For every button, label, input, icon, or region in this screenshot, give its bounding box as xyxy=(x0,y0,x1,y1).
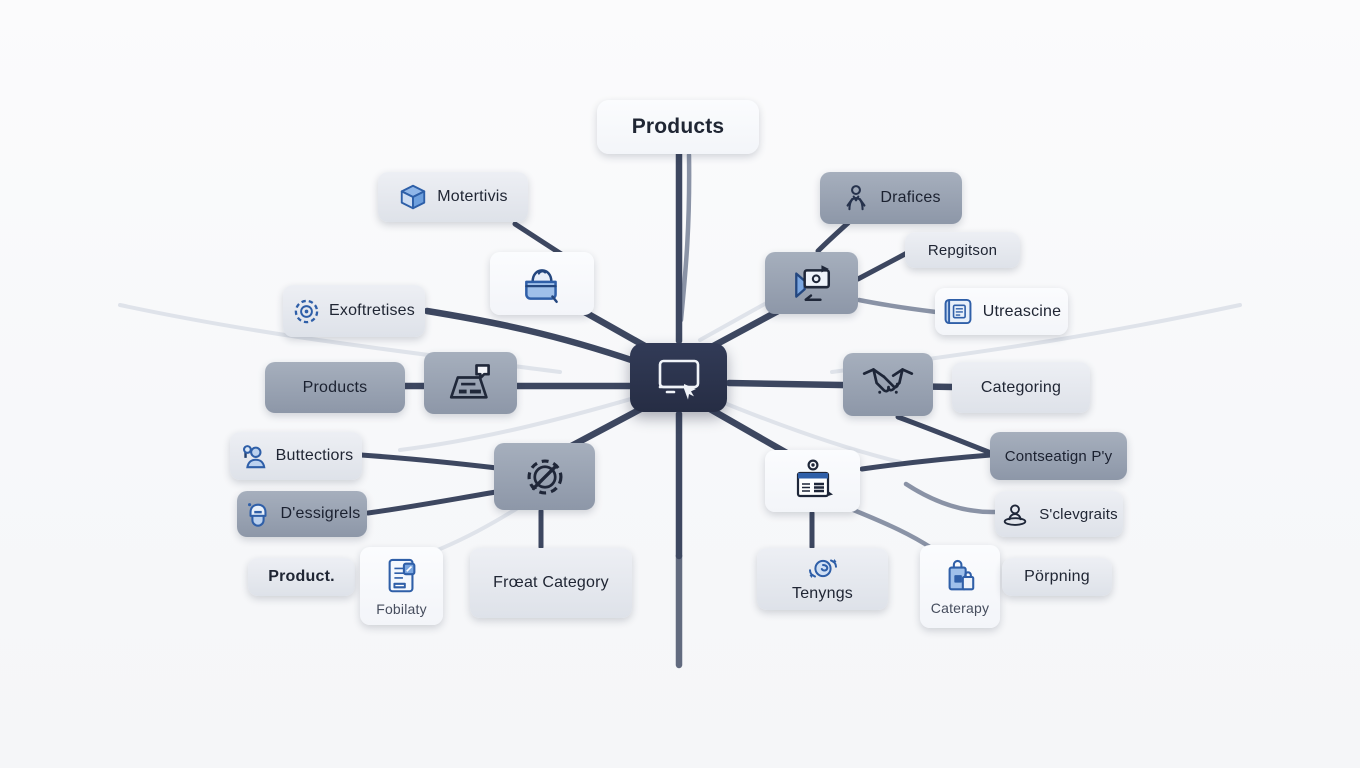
node-product-bottom: Product. xyxy=(248,558,355,596)
node-label: Caterapy xyxy=(930,600,990,616)
products-title-label: Products xyxy=(631,115,725,138)
node-sclevgraits: S'clevgraits xyxy=(995,491,1123,537)
gear-icon xyxy=(293,298,320,325)
node-cash-register xyxy=(424,352,517,414)
scroll-icon xyxy=(942,296,974,327)
node-label: Buttectiors xyxy=(275,447,354,464)
person-search-icon xyxy=(239,442,267,470)
node-label: Utreascine xyxy=(982,302,1062,320)
node-contseatign: Contseatign P'y xyxy=(990,432,1127,480)
shopping-bags-icon xyxy=(943,557,977,597)
node-caterapy: Caterapy xyxy=(920,545,1000,628)
node-porpning: Pörpning xyxy=(1002,558,1112,596)
node-tenyngs: Tenyngs xyxy=(757,548,888,610)
node-label: Fobilaty xyxy=(376,600,427,617)
node-label: Product. xyxy=(268,568,335,585)
node-products-title: Products xyxy=(597,100,759,154)
node-label: Pörpning xyxy=(1024,568,1090,585)
node-label: Categoring xyxy=(980,378,1062,396)
node-products-left: Products xyxy=(265,362,405,413)
cash-register-icon xyxy=(444,361,498,405)
node-label: D'essigrels xyxy=(280,505,361,522)
node-categoring: Categoring xyxy=(952,362,1090,413)
node-basket xyxy=(490,252,594,315)
handshake-icon xyxy=(859,364,917,406)
node-label: Drafices xyxy=(880,189,941,206)
monitor-chat-icon xyxy=(653,355,705,401)
node-utreascine: Utreascine xyxy=(935,288,1068,335)
basket-icon xyxy=(518,263,566,305)
node-label: Frœat Category xyxy=(493,574,609,591)
node-exoftretises: Exoftretises xyxy=(283,285,425,337)
node-label: Products xyxy=(302,378,368,396)
node-label: Exoftretises xyxy=(329,302,415,319)
browser-list-icon xyxy=(790,458,836,504)
monitor-money-icon xyxy=(786,261,838,305)
node-label: Contseatign P'y xyxy=(1004,447,1113,465)
node-label: Motertivis xyxy=(437,188,508,205)
cube-icon xyxy=(398,182,428,212)
document-pen-icon xyxy=(383,556,421,598)
person-icon xyxy=(841,183,871,213)
node-label: Repgitson xyxy=(927,241,998,259)
node-label: Tenyngs xyxy=(792,585,853,602)
node-repgitson: Repgitson xyxy=(905,232,1020,268)
node-gear-pen xyxy=(494,443,595,510)
robot-icon xyxy=(244,500,272,528)
node-freeat-category: Frœat Category xyxy=(470,548,632,618)
node-buttectiors: Buttectiors xyxy=(230,432,362,480)
coin-swirl-icon xyxy=(806,555,840,582)
person-pin-icon xyxy=(1000,502,1030,527)
center-node xyxy=(630,343,727,412)
node-drafices: Drafices xyxy=(820,172,962,224)
node-dessigrels: D'essigrels xyxy=(237,491,367,537)
node-monitor-money xyxy=(765,252,858,314)
node-handshake xyxy=(843,353,933,416)
node-motertivis: Motertivis xyxy=(378,172,528,222)
node-label: S'clevgraits xyxy=(1039,505,1118,523)
gear-pen-icon xyxy=(520,452,570,502)
node-browser-list xyxy=(765,450,860,512)
node-fobilaty: Fobilaty xyxy=(360,547,443,625)
